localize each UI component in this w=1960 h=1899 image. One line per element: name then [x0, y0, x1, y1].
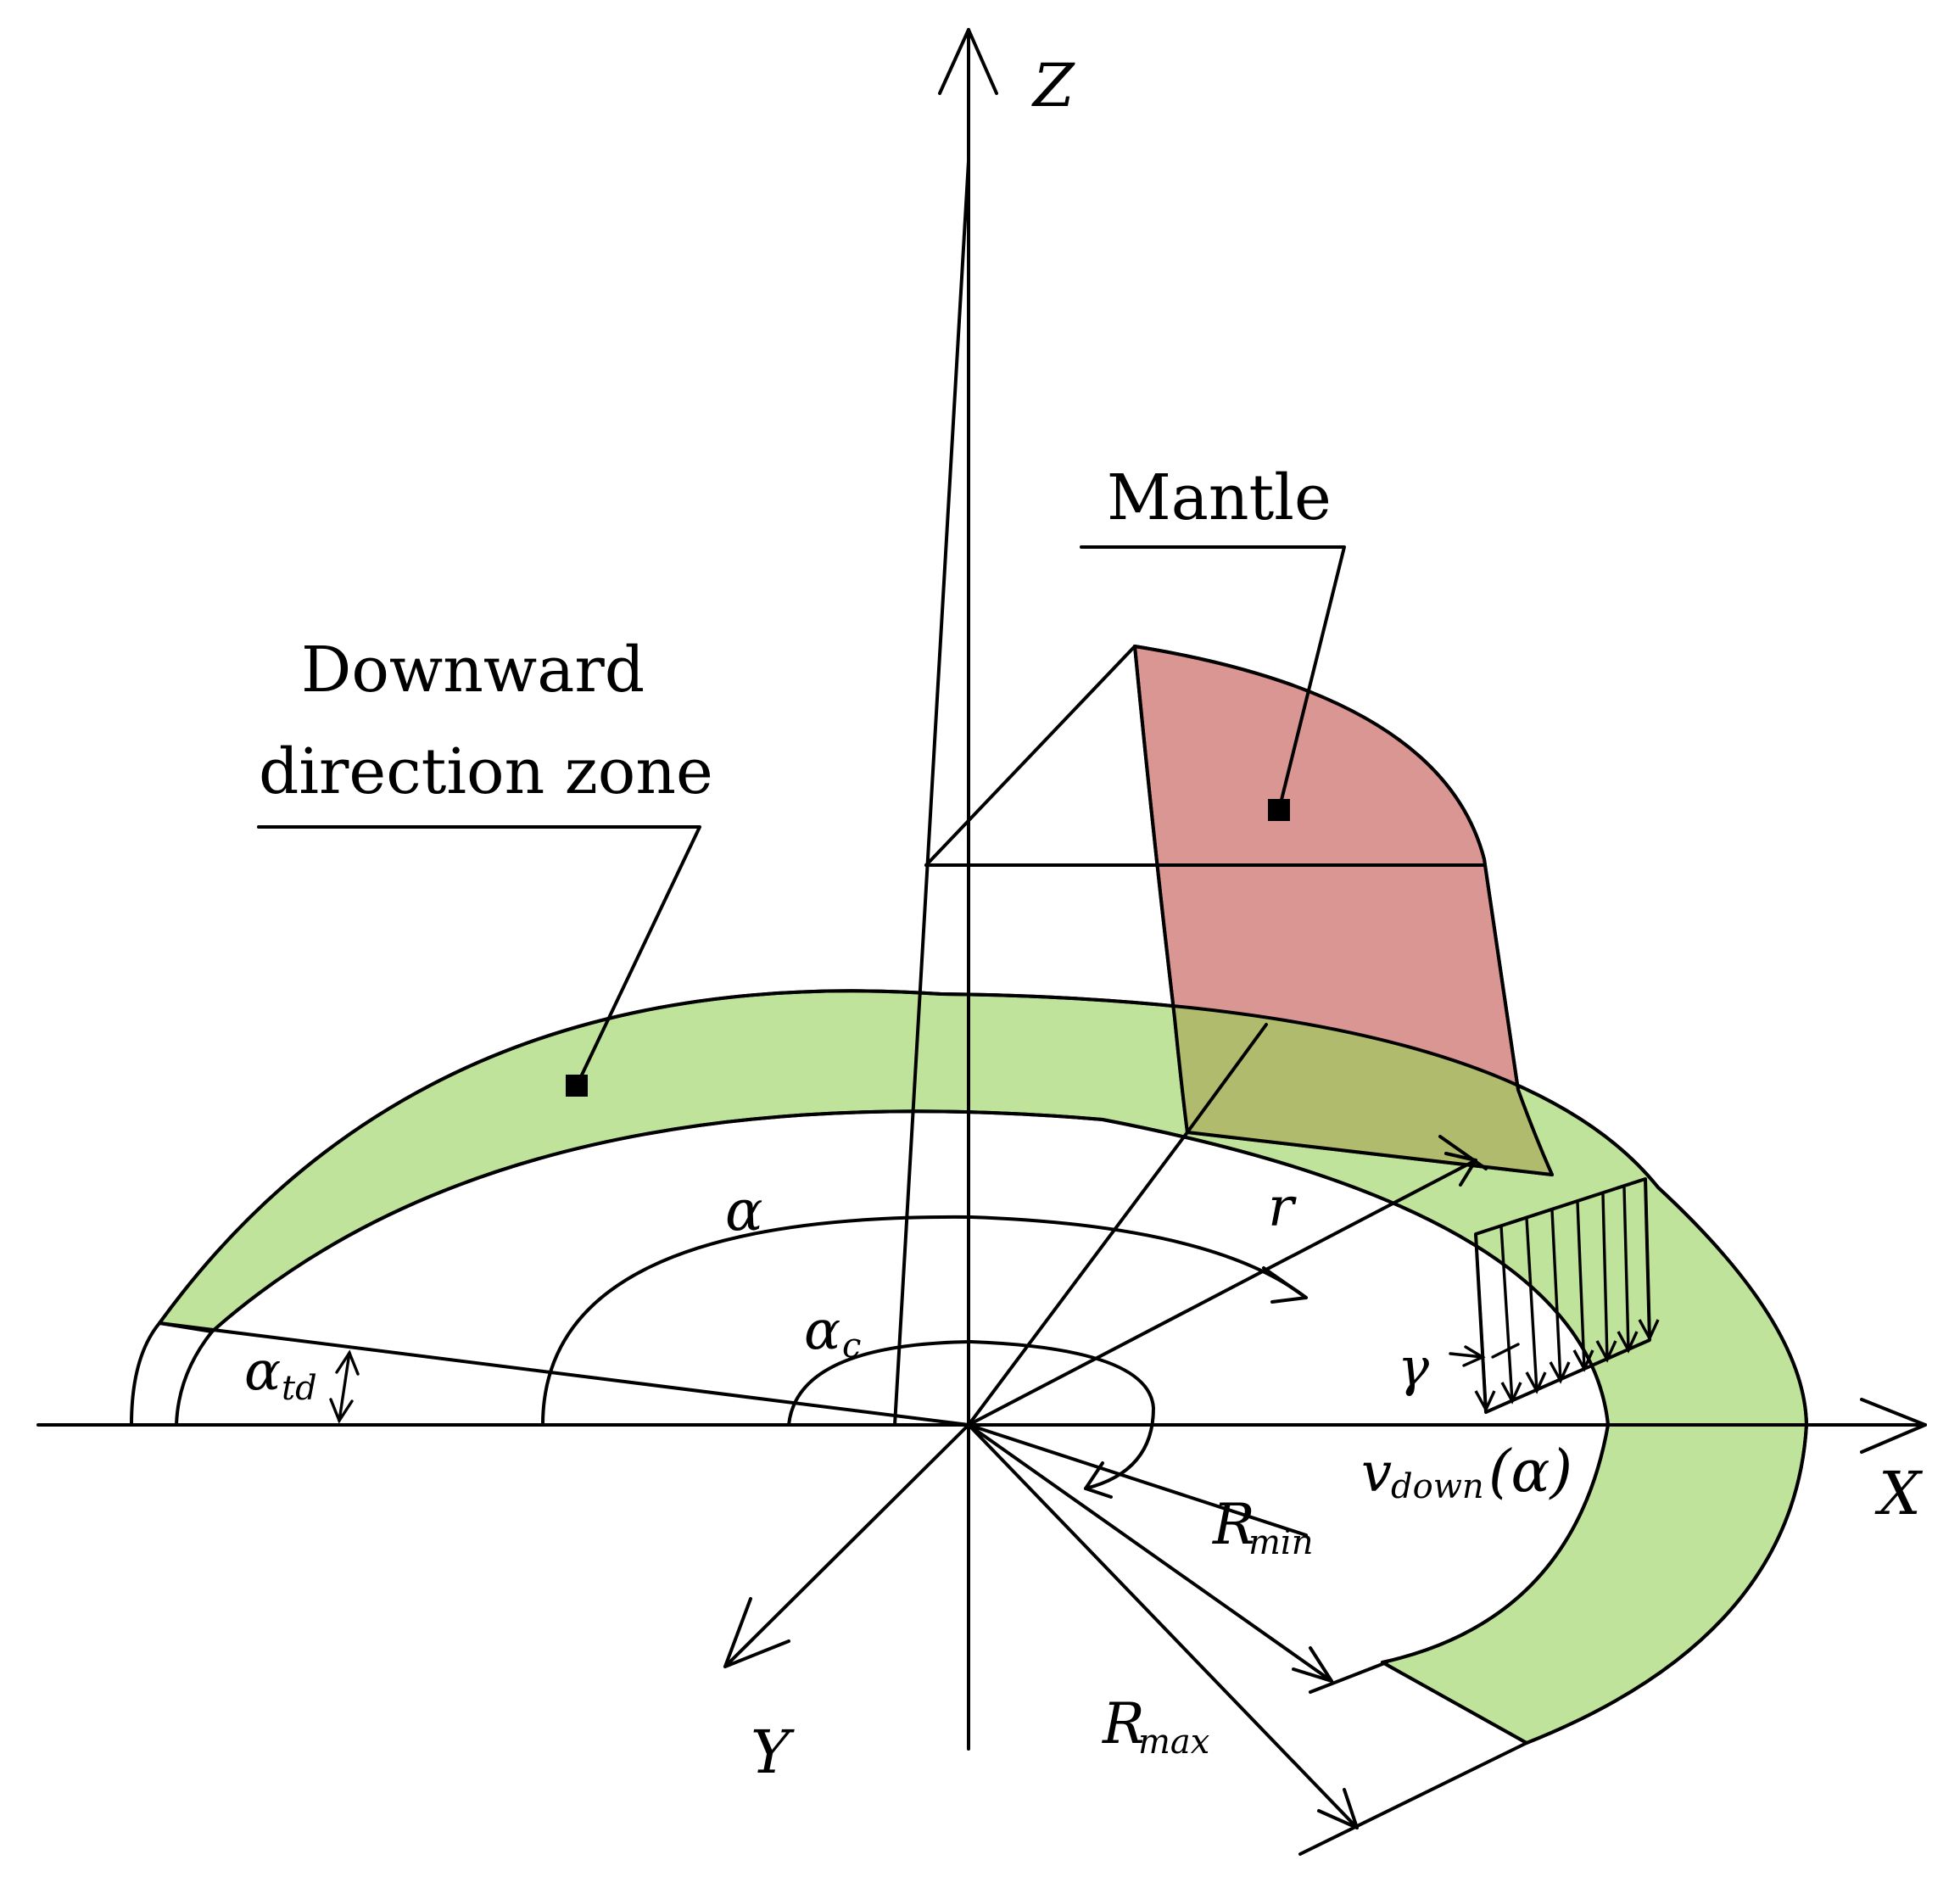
- alpha-label: α: [725, 1178, 763, 1243]
- alpha-td-arrowhead-top: [335, 1349, 360, 1376]
- inner-arc-left: [175, 1330, 214, 1427]
- r-max-line: [967, 1423, 1359, 1829]
- alpha-td-subscript: td: [282, 1369, 317, 1408]
- r-max-label: R: [1102, 1691, 1145, 1757]
- outer-arc-left: [130, 1321, 161, 1427]
- radius-r-tick: [1438, 1135, 1488, 1170]
- r-min-subscript: min: [1248, 1523, 1313, 1562]
- r-max-tick: [1298, 1741, 1528, 1856]
- v-down-subscript: down: [1391, 1467, 1484, 1506]
- r-min-tick: [1309, 1661, 1388, 1694]
- zone-end-line: [1381, 1661, 1528, 1745]
- y-axis: [723, 1423, 970, 1668]
- gamma-arrowhead: [1462, 1345, 1486, 1367]
- mantle-label: Mantle: [1107, 461, 1332, 534]
- y-axis-arrowhead: [723, 1597, 790, 1668]
- axis-x-label: X: [1874, 1459, 1924, 1528]
- r-min-line: [967, 1423, 1333, 1683]
- alpha-td-label: α: [244, 1340, 281, 1403]
- alpha-c-subscript: c: [842, 1327, 861, 1366]
- r-min-arrowhead: [1292, 1646, 1333, 1683]
- gamma-label: γ: [1398, 1336, 1430, 1398]
- mantle-leader-line: [1080, 545, 1346, 812]
- zone-label-line1: Downward: [301, 634, 645, 707]
- v-down-arrows: [1474, 1178, 1651, 1410]
- gamma-arrow-2: [1491, 1343, 1520, 1359]
- zone-inner-edge: [210, 1109, 1610, 1664]
- mantle-marker: [1268, 799, 1290, 821]
- axis-z-label: Z: [1031, 51, 1075, 120]
- x-axis-arrowhead: [1860, 1398, 1927, 1454]
- r-label: r: [1268, 1176, 1297, 1239]
- z-axis-arrowhead: [938, 28, 998, 95]
- v-down-label: v: [1361, 1442, 1392, 1505]
- axis-y-label: Y: [751, 1717, 795, 1787]
- zone-leader-line: [257, 825, 701, 1087]
- mantle-edge: [1133, 645, 1554, 1176]
- tilted-post: [893, 159, 970, 1427]
- radius-r-line: [967, 1159, 1477, 1427]
- mantle-diagonal-to-origin: [967, 1131, 1189, 1427]
- alpha-td-line: [158, 1321, 970, 1427]
- alpha-td-arrowhead-bottom: [329, 1398, 354, 1424]
- alpha-td-arrow: [338, 1351, 351, 1422]
- zone-marker: [566, 1075, 588, 1097]
- alpha-c-arc: [787, 1340, 1155, 1490]
- alpha-arc: [541, 1215, 1308, 1427]
- r-min-label: R: [1212, 1492, 1255, 1557]
- r-max-subscript: max: [1138, 1723, 1209, 1762]
- v-down-argument: (α): [1488, 1438, 1572, 1505]
- alpha-c-arc-arrowhead: [1084, 1461, 1113, 1499]
- gamma-arrow: [1449, 1352, 1484, 1359]
- v-down-arrowheads: [1474, 1319, 1660, 1413]
- mantle-back-edge: [1133, 645, 1189, 1134]
- mantle-diagonal-to-zone: [1186, 1023, 1268, 1134]
- alpha-c-label: α: [804, 1299, 840, 1362]
- r-min-inner-line: [967, 1423, 1308, 1537]
- mantle-apex-left: [924, 645, 1136, 867]
- mantle-bottom-edge: [1186, 1131, 1554, 1176]
- alpha-arc-arrowhead: [1262, 1266, 1308, 1304]
- zone-label-line2: direction zone: [259, 735, 713, 808]
